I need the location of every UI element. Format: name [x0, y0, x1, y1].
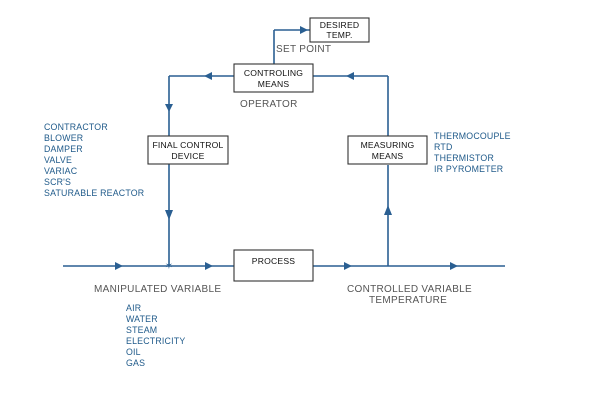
controlling-means-line-1: CONTROLING — [244, 68, 303, 78]
list-item: CONTRACTOR — [44, 122, 108, 132]
arrow-flow-1 — [115, 262, 123, 270]
list-item: AIR — [126, 303, 141, 313]
set-point-label: SET POINT — [276, 44, 331, 55]
controlling-means-line-2: MEANS — [258, 79, 290, 89]
arrow-flow-2 — [205, 262, 213, 270]
summing-junction-icon: ✶ — [165, 261, 173, 272]
list-item: SATURABLE REACTOR — [44, 188, 144, 198]
list-item: IR PYROMETER — [434, 164, 503, 174]
desired-temp-line-1: DESIRED — [320, 20, 360, 30]
list-item: VARIAC — [44, 166, 78, 176]
desired-temp-box: DESIRED TEMP. — [309, 17, 370, 43]
arrow-setpoint — [300, 26, 308, 34]
list-item: THERMOCOUPLE — [434, 131, 511, 141]
final-control-devices-list: CONTRACTOR BLOWER DAMPER VALVE VARIAC SC… — [44, 122, 144, 198]
arrow-final-down — [165, 210, 173, 220]
list-item: OIL — [126, 347, 141, 357]
list-item: WATER — [126, 314, 158, 324]
final-control-line-1: FINAL CONTROL — [152, 140, 223, 150]
manipulated-media-list: AIR WATER STEAM ELECTRICITY OIL GAS — [126, 303, 185, 368]
list-item: GAS — [126, 358, 145, 368]
process-label: PROCESS — [252, 256, 295, 266]
list-item: THERMISTOR — [434, 153, 494, 163]
arrow-flow-4 — [450, 262, 458, 270]
list-item: BLOWER — [44, 133, 83, 143]
list-item: DAMPER — [44, 144, 83, 154]
arrow-left-down — [165, 104, 173, 112]
controlled-variable-line-2: TEMPERATURE — [369, 295, 447, 306]
final-control-device-box: FINAL CONTROL DEVICE — [147, 135, 229, 165]
measuring-means-line-1: MEASURING — [361, 140, 415, 150]
sensors-list: THERMOCOUPLE RTD THERMISTOR IR PYROMETER — [434, 131, 511, 174]
list-item: RTD — [434, 142, 453, 152]
process-box: PROCESS — [233, 249, 314, 282]
list-item: ELECTRICITY — [126, 336, 185, 346]
arrow-top-left — [204, 72, 212, 80]
arrowheads: ✶ — [115, 26, 458, 272]
list-item: VALVE — [44, 155, 72, 165]
list-item: STEAM — [126, 325, 157, 335]
measuring-means-box: MEASURING MEANS — [347, 135, 428, 165]
desired-temp-line-2: TEMP. — [326, 30, 352, 40]
list-item: SCR'S — [44, 177, 71, 187]
controlling-means-box: CONTROLING MEANS — [233, 63, 314, 93]
final-control-line-2: DEVICE — [171, 151, 204, 161]
operator-label: OPERATOR — [240, 99, 298, 110]
manipulated-variable-label: MANIPULATED VARIABLE — [94, 284, 221, 295]
arrow-measurement-up — [384, 205, 392, 215]
arrow-flow-3 — [344, 262, 352, 270]
arrow-top-right — [346, 72, 354, 80]
controlled-variable-line-1: CONTROLLED VARIABLE — [347, 284, 472, 295]
measuring-means-line-2: MEANS — [372, 151, 404, 161]
